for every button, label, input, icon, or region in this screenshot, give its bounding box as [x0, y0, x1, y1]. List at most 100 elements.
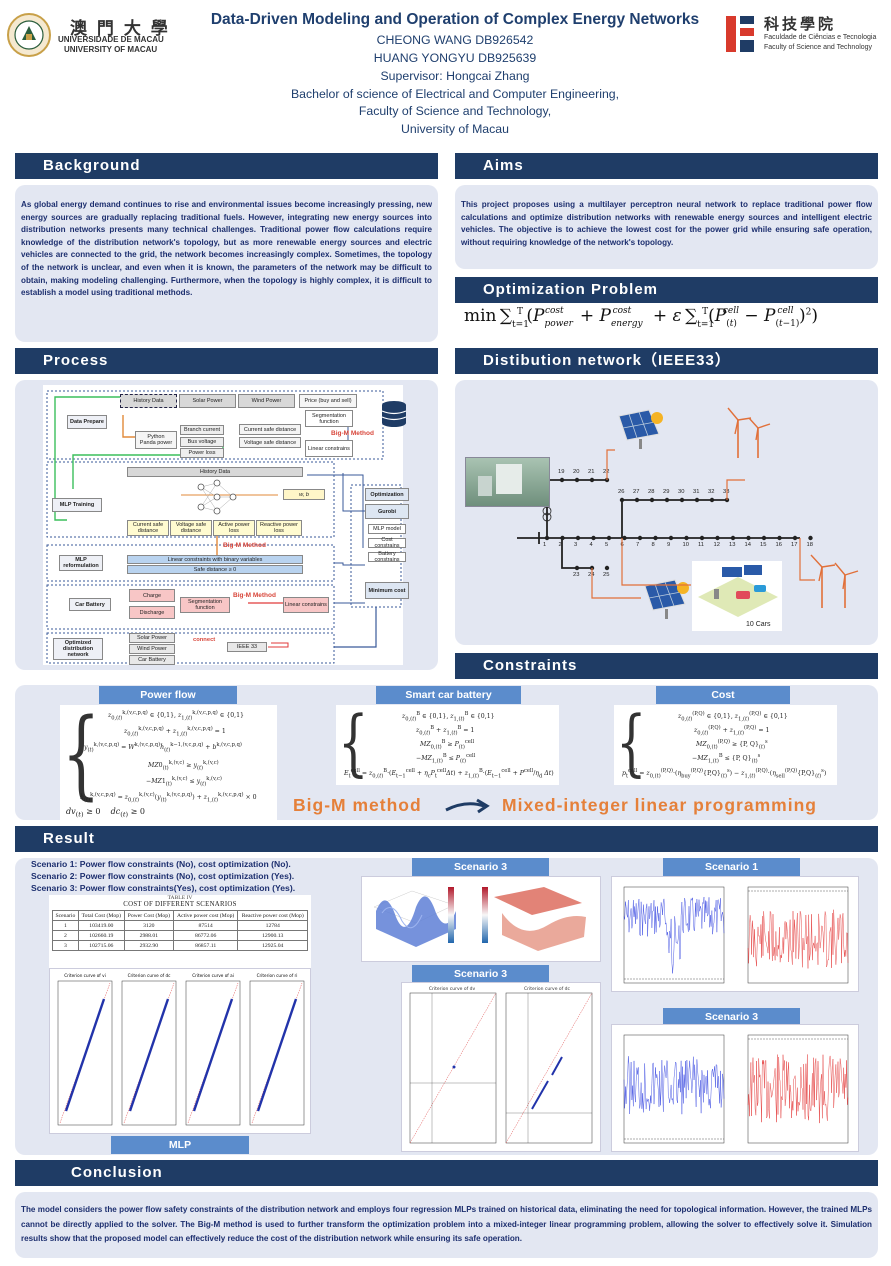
network-node — [560, 535, 565, 541]
node-label: 6 — [620, 542, 624, 548]
distribution-heading: Distibution network（IEEE33） — [455, 348, 878, 374]
database-icon — [381, 400, 407, 428]
um-chinese-name: 澳 門 大 學 — [70, 19, 170, 39]
aims-text: This project proposes using a multilayer… — [461, 200, 872, 247]
process-heading: Process — [15, 348, 438, 374]
proc-bigm-3: Big-M Method — [233, 592, 276, 599]
cost-table: Scenario Total Cost (Mop) Power Cost (Mo… — [52, 910, 308, 951]
background-heading: Background — [15, 153, 438, 179]
proc-loss: Power loss — [180, 448, 224, 458]
proc-history-data-2: History Data — [127, 467, 303, 477]
cost-subheader: Cost — [656, 686, 790, 704]
background-panel: As global energy demand continues to ris… — [15, 185, 438, 342]
node-label: 32 — [708, 489, 715, 495]
university: University of Macau — [401, 122, 509, 136]
proc-safe-dist: Safe distance ≥ 0 — [127, 565, 303, 574]
network-node — [792, 535, 798, 541]
cell: 87514 — [172, 920, 239, 931]
solar-panel-icon-2 — [641, 576, 693, 621]
network-node — [634, 497, 640, 503]
cell: 2 — [52, 930, 79, 941]
network-node — [664, 497, 670, 503]
mlp-sample-points — [64, 998, 106, 1112]
network-node — [777, 535, 782, 541]
cars-label: 10 Cars — [746, 621, 771, 628]
author-1: CHEONG WANG DB926542 — [376, 33, 534, 47]
process-panel: History Data Solar Power Wind Power Pric… — [15, 380, 438, 670]
conclusion-panel: The model considers the power flow safet… — [15, 1192, 878, 1258]
scenario-3-header-b: Scenario 3 — [412, 965, 549, 983]
conclusion-text: The model considers the power flow safet… — [21, 1205, 872, 1243]
network-node — [637, 535, 643, 541]
proc-ieee: IEEE 33 — [227, 642, 267, 652]
node-label: 29 — [663, 489, 670, 495]
network-node — [544, 535, 550, 541]
scenario-1-header: Scenario 1 — [663, 858, 800, 876]
optimization-heading: Optimization Problem — [455, 277, 878, 303]
node-label: 9 — [667, 542, 671, 548]
mlp-sample-points — [256, 998, 298, 1112]
proc-connect: connect — [193, 637, 216, 643]
proc-minimum-cost: Minimum cost — [365, 582, 409, 599]
scenario-3-header-c: Scenario 3 — [663, 1008, 800, 1026]
objective-formula: min ∑t=1T (Ppowercost + Penergycost + ε … — [464, 306, 818, 330]
scenario-2-text: Scenario 2: Power flow constraints (No),… — [31, 871, 295, 881]
node-label: 25 — [603, 572, 610, 578]
cell: 102715.06 — [77, 940, 125, 951]
proc-reactive-loss: Reactive power loss — [256, 520, 302, 536]
network-node — [684, 535, 689, 541]
network-node — [575, 535, 581, 541]
network-node — [694, 497, 700, 503]
process-connectors — [46, 390, 402, 664]
proc-data-prepare: Data Prepare — [67, 415, 107, 429]
faculty: Faculty of Science and Technology, — [358, 104, 552, 118]
cost-formulas: { z0,(t)(P,Q) ∈ {0,1}, z1,(t)(P,Q) ∈ {0,… — [614, 705, 837, 785]
solar-panel-icon-1 — [615, 406, 667, 451]
th-total-cost: Total Cost (Mop) — [77, 910, 125, 921]
scenario3-criterion-plots: Criterion curve of dv Criterion curve of… — [401, 982, 601, 1152]
proc-wb: w, b — [283, 489, 325, 500]
proc-linear-2: Linear constrains — [283, 597, 329, 613]
proc-discharge: Discharge — [129, 606, 175, 619]
proc-branch: Branch current — [180, 425, 224, 435]
node-label: 13 — [729, 542, 736, 548]
proc-active-loss: Active power loss — [213, 520, 255, 536]
result-heading: Result — [15, 826, 878, 852]
cell: 102660.19 — [77, 930, 125, 941]
node-label: 2 — [558, 542, 562, 548]
node-label: 26 — [618, 489, 625, 495]
proc-solar: Solar Power — [179, 394, 236, 408]
scenario-3-header-a: Scenario 3 — [412, 858, 549, 876]
arrow-icon — [444, 796, 490, 816]
node-label: 18 — [806, 542, 813, 548]
node-label: 16 — [775, 542, 782, 548]
proc-segmentation: Segmentation function — [305, 410, 353, 427]
network-node — [709, 497, 715, 503]
node-label: 24 — [588, 572, 595, 578]
cell: 12925.04 — [237, 940, 308, 951]
network-node — [653, 535, 658, 541]
proc-cur-safe-2: Current safe distance — [127, 520, 169, 536]
fst-english-name: Faculty of Science and Technology — [764, 44, 873, 51]
cell: 86772.06 — [172, 930, 239, 941]
proc-bigm-1: Big-M Method — [331, 430, 374, 437]
proc-lin-bin: Linear constraints with binary variables — [127, 555, 303, 564]
node-label: 15 — [760, 542, 767, 548]
mlp-panel-title: Criterion curve of ri — [257, 973, 298, 978]
node-label: 20 — [573, 469, 580, 475]
proc-solar-2: Solar Power — [129, 633, 175, 643]
constraints-heading: Constraints — [455, 653, 878, 679]
network-node — [724, 497, 730, 503]
power-flow-subheader: Power flow — [99, 686, 237, 704]
network-node — [679, 497, 685, 503]
proc-mlp-training: MLP Training — [52, 498, 102, 512]
proc-wind: Wind Power — [238, 394, 295, 408]
scenario-3-text: Scenario 3: Power flow constraints(Yes),… — [31, 883, 296, 893]
node-label: 7 — [636, 542, 640, 548]
scenario1-line-plots — [611, 876, 859, 992]
mlp-panel-frame — [121, 980, 177, 1126]
network-node — [574, 477, 580, 483]
proc-price: Price (buy and sell) — [299, 394, 357, 408]
table-caption: TABLE IV — [167, 895, 193, 901]
